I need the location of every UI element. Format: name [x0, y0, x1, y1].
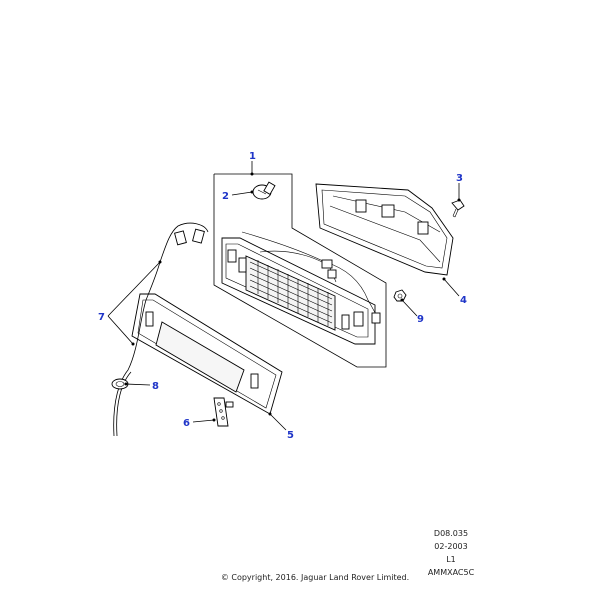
callout-7: 7	[98, 312, 105, 323]
screw-part	[451, 199, 465, 218]
grommet-part	[111, 378, 129, 390]
callout-9: 9	[417, 314, 424, 325]
level-label: L1	[446, 555, 456, 564]
callout-6: 6	[183, 418, 190, 429]
callout-3: 3	[456, 173, 463, 184]
nut-part	[393, 289, 407, 302]
lens-grid	[249, 260, 333, 326]
revision-date: 02-2003	[434, 542, 468, 551]
clip-part	[213, 397, 234, 427]
illustration-code: AMMXAC5C	[427, 568, 475, 577]
leader-dots	[124, 172, 461, 422]
assembly-outline	[213, 173, 387, 368]
bulb-part	[252, 181, 276, 200]
leader-lines	[107, 161, 460, 431]
wiring-harness-part	[113, 222, 209, 437]
finisher-panel-part	[131, 293, 283, 415]
meta-block: D08.035 02-2003 L1 AMMXAC5C	[411, 527, 491, 579]
callout-2: 2	[222, 191, 229, 202]
light-unit-part	[221, 231, 381, 345]
reference-number: D08.035	[433, 529, 469, 538]
callout-8: 8	[152, 381, 159, 392]
housing-part	[315, 183, 454, 276]
callout-5: 5	[287, 430, 294, 441]
copyright-notice: © Copyright, 2016. Jaguar Land Rover Lim…	[220, 573, 410, 582]
callout-4: 4	[460, 295, 467, 306]
callout-1: 1	[249, 151, 256, 162]
